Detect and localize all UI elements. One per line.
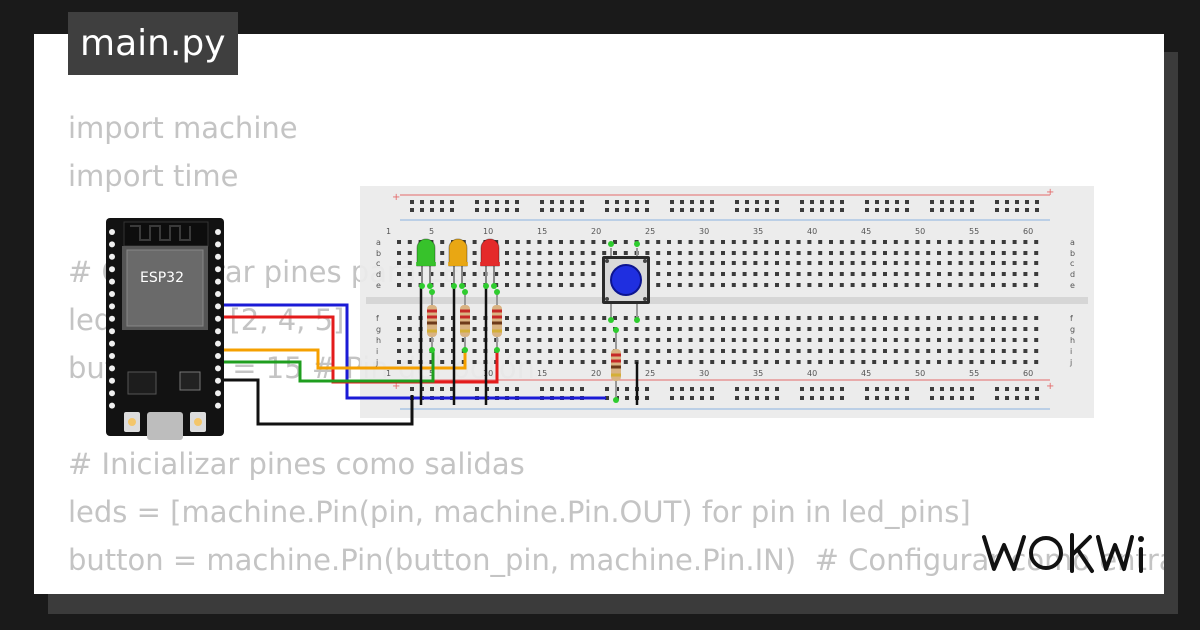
column-label: 10 xyxy=(483,369,493,378)
resistor xyxy=(492,289,502,353)
column-label: 25 xyxy=(645,227,655,236)
column-label: 1 xyxy=(386,369,391,378)
column-label: 15 xyxy=(537,227,547,236)
wire-black xyxy=(222,378,414,426)
column-label: 20 xyxy=(591,369,601,378)
row-label: h xyxy=(376,336,381,345)
wire-blue xyxy=(222,303,606,400)
led-red[interactable] xyxy=(480,238,500,289)
row-label: e xyxy=(376,281,381,290)
row-label: a xyxy=(376,238,381,247)
wire-green xyxy=(222,350,435,383)
row-label: i xyxy=(376,347,378,356)
file-tab-label: main.py xyxy=(80,23,226,64)
row-label: g xyxy=(376,325,381,334)
code-line: button = machine.Pin(button_pin, machine… xyxy=(68,543,1164,577)
esp32-label: ESP32 xyxy=(140,270,184,286)
wires xyxy=(222,286,639,426)
row-label: g xyxy=(1070,325,1075,334)
column-label: 50 xyxy=(915,369,925,378)
column-label: 35 xyxy=(753,227,763,236)
wire-orange xyxy=(222,348,467,370)
led-yellow[interactable] xyxy=(448,238,468,289)
row-label: j xyxy=(375,358,378,367)
column-label: 50 xyxy=(915,227,925,236)
row-label: d xyxy=(376,270,381,279)
column-label: 60 xyxy=(1023,227,1033,236)
row-label: a xyxy=(1070,238,1075,247)
code-line: import time xyxy=(68,159,239,193)
row-label: c xyxy=(1070,259,1074,268)
resistor xyxy=(427,289,437,353)
resistor xyxy=(611,327,621,403)
column-label: 45 xyxy=(861,369,871,378)
row-label: e xyxy=(1070,281,1075,290)
code-line: leds = [machine.Pin(pin, machine.Pin.OUT… xyxy=(68,495,971,529)
column-label: 45 xyxy=(861,227,871,236)
esp32-pins xyxy=(109,229,221,409)
column-label: 25 xyxy=(645,369,655,378)
row-label: j xyxy=(1069,358,1072,367)
led-green[interactable] xyxy=(416,238,436,289)
column-label: 15 xyxy=(537,369,547,378)
row-label: f xyxy=(376,314,379,323)
column-label: 30 xyxy=(699,369,709,378)
code-line: import machine xyxy=(68,111,298,145)
row-label: d xyxy=(1070,270,1075,279)
column-label: 10 xyxy=(483,227,493,236)
code-line: # Inicializar pines como salidas xyxy=(68,447,525,481)
row-label: b xyxy=(1070,249,1075,258)
column-label: 55 xyxy=(969,227,979,236)
resistors xyxy=(427,289,621,403)
resistor xyxy=(460,289,470,353)
rail-plus-label-4: + xyxy=(1046,381,1054,392)
row-label: h xyxy=(1070,336,1075,345)
column-label: 40 xyxy=(807,227,817,236)
rail-plus-label-2: + xyxy=(1046,187,1054,198)
row-label: i xyxy=(1070,347,1072,356)
row-label: f xyxy=(1070,314,1073,323)
column-label: 55 xyxy=(969,369,979,378)
column-label: 20 xyxy=(591,227,601,236)
push-button[interactable] xyxy=(602,241,650,323)
rail-plus-label-1: + xyxy=(392,192,400,203)
column-label: 40 xyxy=(807,369,817,378)
leds[interactable] xyxy=(416,238,500,289)
column-label: 60 xyxy=(1023,369,1033,378)
breadboard-labels: 1 1 55 10 10 15 15 20 20 25 25 30 30 35 35 40 40 45 45 50 50… xyxy=(375,227,1075,378)
column-label: 5 xyxy=(429,227,434,236)
column-label: 1 xyxy=(386,227,391,236)
wokwi-logo-icon xyxy=(982,533,1144,573)
rail-plus-label-3: + xyxy=(392,381,400,392)
column-label: 35 xyxy=(753,369,763,378)
column-label: 30 xyxy=(699,227,709,236)
row-label: c xyxy=(376,259,380,268)
file-tab[interactable]: main.py xyxy=(68,12,238,75)
row-label: b xyxy=(376,249,381,258)
esp32-board[interactable]: ESP32 xyxy=(106,218,224,440)
